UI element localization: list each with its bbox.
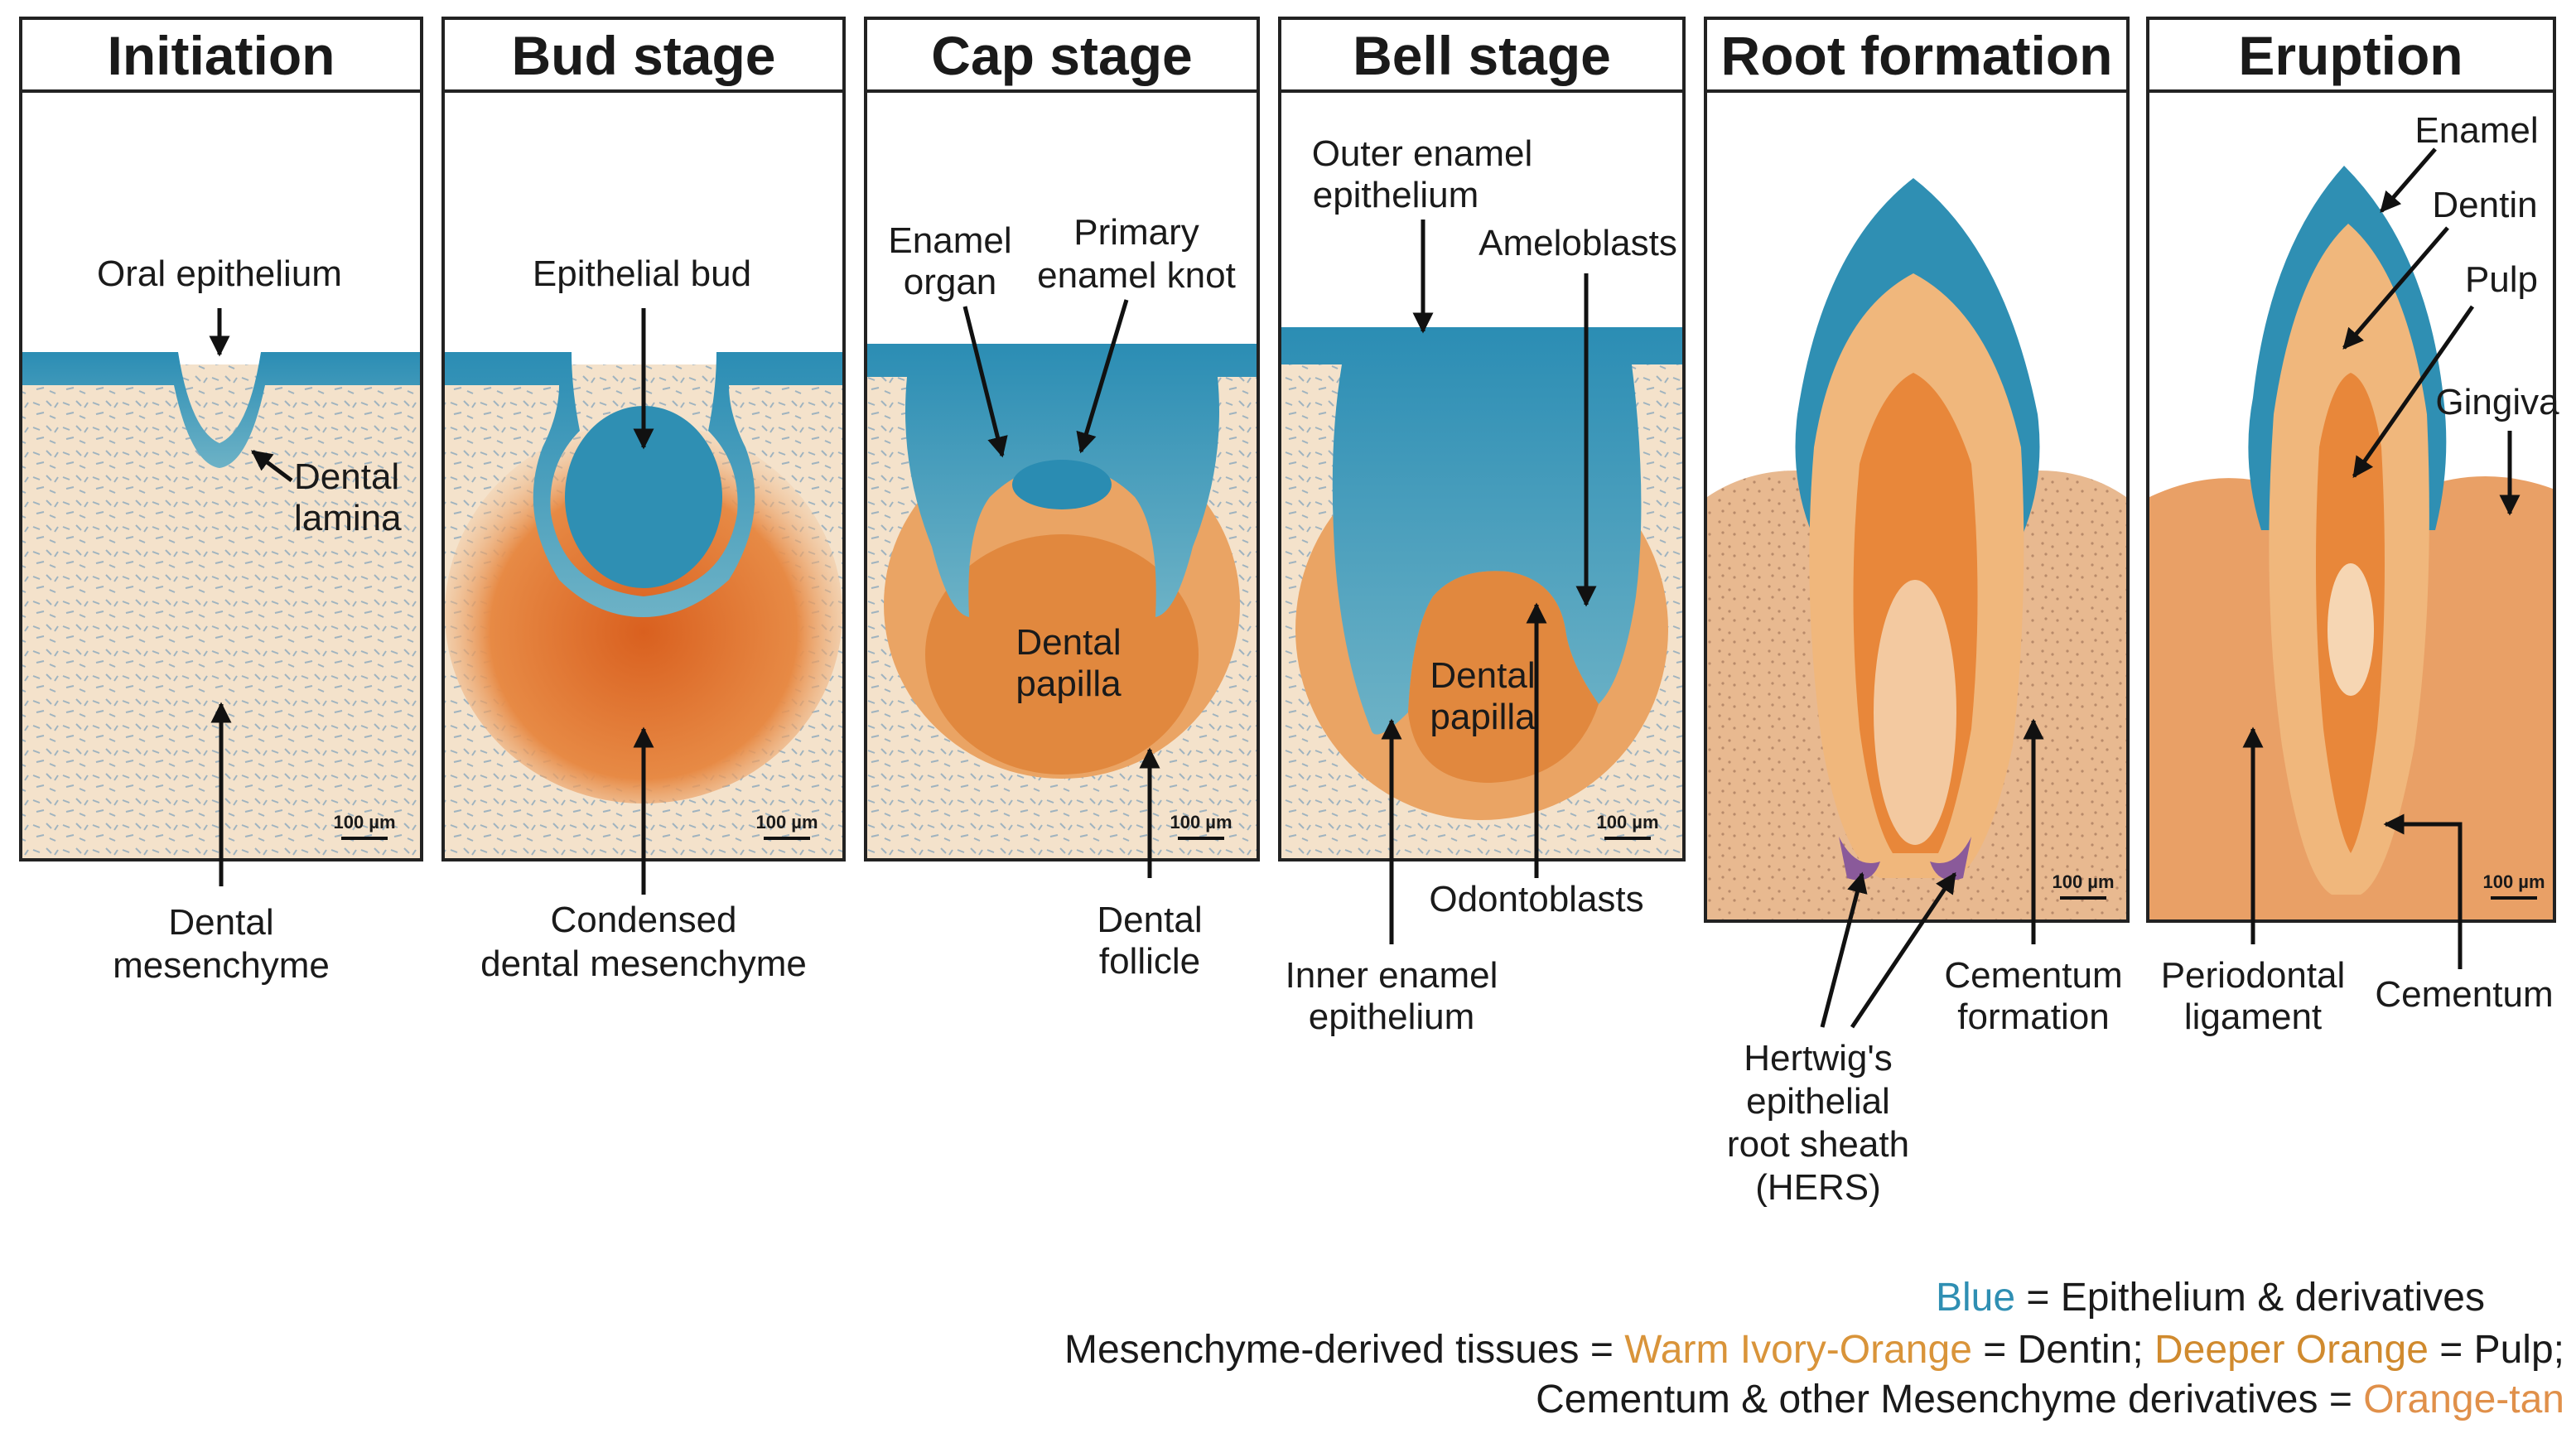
- label-follicle-1: Dental: [1097, 900, 1202, 940]
- panel-title: Root formation: [1721, 25, 2113, 86]
- panel-root-formation: Root formation 100 µm: [1704, 17, 2130, 923]
- annotations: Oral epithelium Dental lamina Dental mes…: [97, 110, 2559, 1208]
- label-inner-enamel-2: epithelium: [1309, 997, 1475, 1037]
- label-dental-lamina-1: Dental: [294, 456, 399, 497]
- label-primary-knot-1: Primary: [1073, 212, 1199, 253]
- label-cementum-formation-2: formation: [1957, 997, 2109, 1037]
- label-cap-papilla-1: Dental: [1015, 622, 1121, 663]
- scale-label: 100 µm: [1596, 812, 1658, 832]
- legend-line-1: Blue = Epithelium & derivatives: [1936, 1276, 2485, 1320]
- label-bell-papilla-2: papilla: [1430, 697, 1536, 737]
- bell-enamel-organ-shape: [1281, 327, 1682, 735]
- label-cementum-formation-1: Cementum: [1944, 955, 2122, 996]
- hers-left: [1839, 837, 1880, 881]
- label-ameloblasts: Ameloblasts: [1479, 223, 1677, 263]
- primary-enamel-knot-shape: [1012, 460, 1112, 509]
- scale-label: 100 µm: [2482, 871, 2545, 892]
- panel-title: Bell stage: [1353, 25, 1611, 86]
- label-follicle-2: follicle: [1099, 941, 1200, 982]
- label-condensed-1: Condensed: [550, 900, 736, 940]
- panel-eruption: Eruption 100 µm: [2146, 17, 2556, 923]
- label-hers-1: Hertwig's: [1744, 1038, 1893, 1079]
- label-periodontal-1: Periodontal: [2161, 955, 2346, 996]
- panel-title: Initiation: [108, 25, 335, 86]
- label-odontoblasts: Odontoblasts: [1429, 879, 1643, 919]
- legend-line-2: Mesenchyme-derived tissues = Warm Ivory-…: [1064, 1328, 2564, 1372]
- scale-label: 100 µm: [333, 812, 395, 832]
- label-periodontal-2: ligament: [2184, 997, 2322, 1037]
- label-hers-3: root sheath: [1727, 1124, 1909, 1165]
- label-hers-2: epithelial: [1746, 1081, 1890, 1122]
- epithelial-bud-shape: [445, 352, 842, 617]
- dental-papilla-area: [925, 534, 1199, 775]
- panel-bell-stage: Bell stage 100 µm: [1278, 17, 1686, 861]
- enamel-organ-shape: [867, 344, 1257, 617]
- label-dentin: Dentin: [2432, 185, 2537, 225]
- label-gingiva: Gingiva: [2435, 382, 2559, 422]
- label-enamel: Enamel: [2414, 110, 2538, 151]
- label-primary-knot-2: enamel knot: [1037, 255, 1236, 296]
- label-dental-mesenchyme-1: Dental: [168, 902, 273, 943]
- scale-label: 100 µm: [755, 812, 818, 832]
- panel-title: Cap stage: [931, 25, 1192, 86]
- panel-cap-stage: Cap stage 100 µm: [864, 17, 1260, 861]
- label-cementum: Cementum: [2375, 974, 2553, 1015]
- label-outer-enamel-1: Outer enamel: [1312, 133, 1533, 174]
- label-bell-papilla-1: Dental: [1430, 655, 1535, 696]
- label-outer-enamel-2: epithelium: [1313, 175, 1479, 215]
- oral-epithelium-layer: [22, 352, 420, 468]
- label-epithelial-bud: Epithelial bud: [533, 253, 751, 294]
- color-legend: Blue = Epithelium & derivatives Mesenchy…: [1064, 1276, 2564, 1421]
- label-oral-epithelium: Oral epithelium: [97, 253, 342, 294]
- label-enamel-organ-2: organ: [904, 262, 997, 302]
- hers-right: [1930, 837, 1971, 881]
- label-dental-mesenchyme-2: mesenchyme: [113, 945, 330, 986]
- label-enamel-organ-1: Enamel: [888, 220, 1011, 261]
- label-hers-4: (HERS): [1755, 1167, 1881, 1208]
- panel-title: Eruption: [2238, 25, 2463, 86]
- legend-line-3: Cementum & other Mesenchyme derivatives …: [1536, 1378, 2564, 1421]
- panel-bud-stage: Bud stage 100 µm: [441, 17, 846, 861]
- label-cap-papilla-2: papilla: [1015, 664, 1122, 704]
- scale-label: 100 µm: [2052, 871, 2114, 892]
- label-pulp: Pulp: [2465, 259, 2538, 300]
- panel-title: Bud stage: [511, 25, 775, 86]
- label-inner-enamel-1: Inner enamel: [1286, 955, 1498, 996]
- label-condensed-2: dental mesenchyme: [480, 943, 807, 984]
- label-dental-lamina-2: lamina: [294, 498, 402, 538]
- bell-dental-papilla: [1408, 571, 1599, 783]
- scale-label: 100 µm: [1170, 812, 1232, 832]
